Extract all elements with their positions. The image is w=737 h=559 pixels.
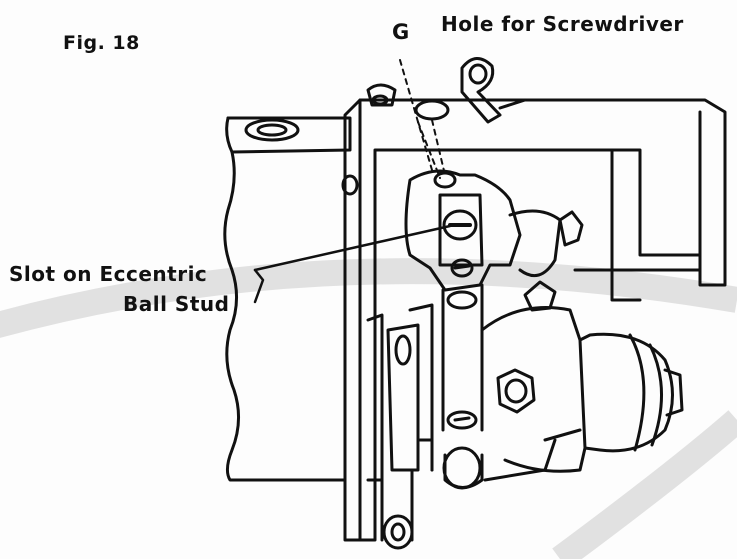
crank-shaft (480, 306, 674, 473)
callout-slot-line-1: Slot on Eccentric (9, 262, 208, 286)
eccentric-ball-stud (442, 209, 478, 241)
lower-link (380, 468, 414, 542)
frame-hole (341, 174, 359, 196)
slide-bar-left (366, 313, 384, 482)
crank-hex-bolt (496, 368, 536, 414)
callout-screwdriver-hole: Hole for Screwdriver (441, 12, 684, 36)
front-frame (343, 98, 727, 542)
hex-nut-lower (523, 280, 557, 312)
machine-body (223, 116, 352, 482)
screwdriver-hole (414, 99, 450, 121)
hex-nut-upper (558, 210, 584, 247)
figure-number: Fig. 18 (63, 32, 140, 54)
top-lever (460, 57, 502, 124)
slide-bar-middle (386, 323, 420, 472)
rocker-assembly (404, 169, 522, 292)
connecting-rod (441, 283, 484, 432)
top-stud (366, 83, 397, 107)
callout-g: G (392, 20, 410, 44)
callout-slot-line-2: Ball Stud (123, 292, 230, 316)
slot-leader-line (253, 224, 452, 272)
oil-cup (244, 118, 300, 142)
